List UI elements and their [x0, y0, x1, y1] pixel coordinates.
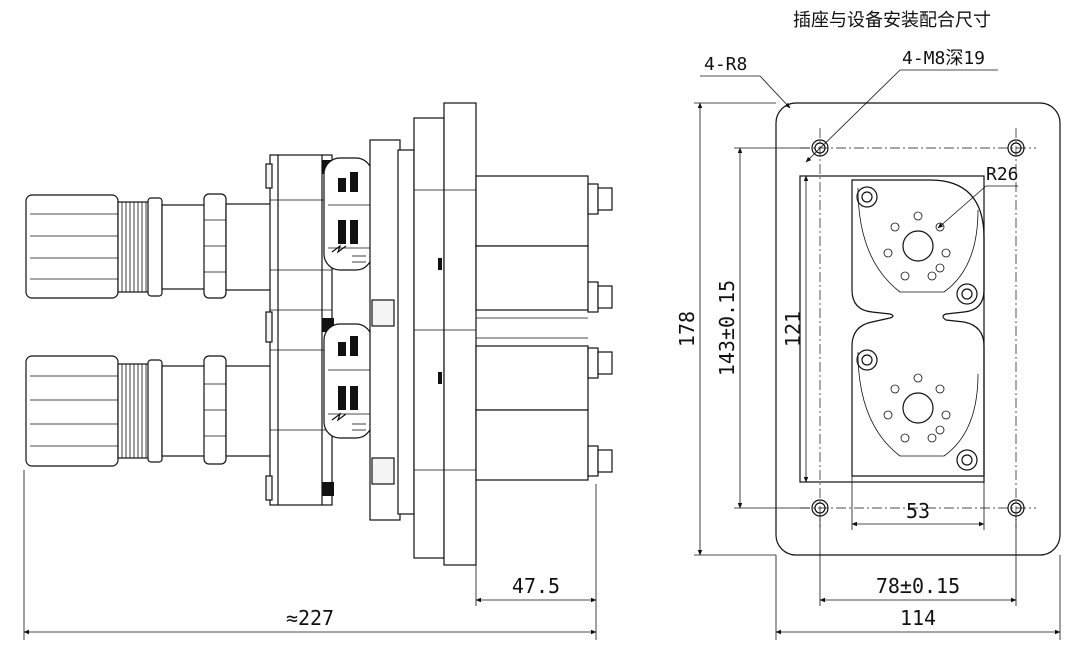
- cable-gland-top: [25, 193, 273, 299]
- plate-dimensions: 178 143±0.15 121 53 78±0.15 114: [675, 102, 1061, 640]
- dim-plate-height: 178: [675, 311, 699, 347]
- dim-hole-pitch-horizontal: 78±0.15: [876, 574, 960, 598]
- dim-rear-depth: 47.5: [512, 574, 560, 598]
- locking-lever-top: [323, 157, 373, 271]
- hood-housing: [265, 154, 334, 506]
- side-view-dimensions: 47.5 ≈227: [23, 470, 597, 640]
- dim-hole-pitch-vertical: 143±0.15: [715, 280, 739, 376]
- locking-lever-bottom: [323, 323, 373, 439]
- dim-cutout-width: 53: [906, 499, 930, 523]
- rear-inserts: [475, 175, 613, 481]
- plate-annotations: 4-R8 4-M8深19 R26: [700, 48, 1019, 229]
- dim-cutout-height: 121: [781, 311, 805, 347]
- mounting-plate: [775, 102, 1061, 556]
- dim-plate-width: 114: [900, 606, 936, 630]
- socket-base: [369, 102, 477, 566]
- insert-outline: [851, 179, 985, 477]
- side-view: [25, 102, 613, 566]
- label-slot-radius: R26: [986, 164, 1019, 185]
- label-mount-holes: 4-M8深19: [902, 48, 985, 69]
- dim-overall-length: ≈227: [286, 606, 334, 630]
- label-corner-radius: 4-R8: [704, 54, 747, 75]
- cable-gland-bottom: [25, 355, 273, 467]
- page-title: 插座与设备安装配合尺寸: [793, 10, 991, 31]
